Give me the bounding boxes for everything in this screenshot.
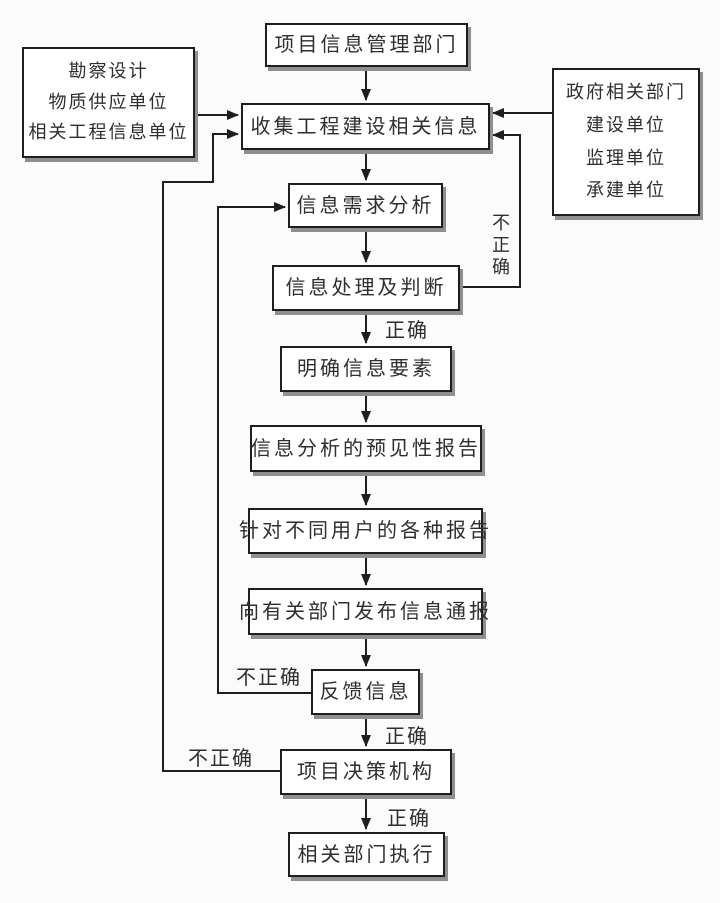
decision-body-label: 项目决策机构 [297,761,435,783]
feedback-info-label: 反馈信息 [319,681,412,703]
edge-label-feedback-correct: 正确 [385,726,429,748]
clarify-elements-label: 明确信息要素 [297,358,435,380]
node-project-info-dept: 项目信息管理部门 [265,23,468,67]
edge-label-process-correct: 正确 [385,320,429,342]
left-sources-line-1: 勘察设计 [68,60,149,81]
user-reports-label: 针对不同用户的各种报告 [239,520,492,542]
node-decision-body: 项目决策机构 [280,749,452,795]
edge-label-decision-correct: 正确 [387,808,431,830]
left-sources-line-3: 相关工程信息单位 [28,122,189,143]
publish-bulletin-label: 向有关部门发布信息通报 [239,600,492,623]
node-demand-analysis: 信息需求分析 [288,183,443,228]
right-sources-line-1: 政府相关部门 [566,81,686,102]
collect-info-label: 收集工程建设相关信息 [250,115,481,138]
node-predictive-report: 信息分析的预见性报告 [250,425,482,472]
node-user-reports: 针对不同用户的各种报告 [239,508,489,554]
node-collect-info: 收集工程建设相关信息 [241,103,490,150]
node-feedback-info: 反馈信息 [311,669,420,715]
right-sources-line-2: 建设单位 [586,114,666,135]
edge-label-feedback-incorrect: 不正确 [236,667,302,689]
node-left-sources: 勘察设计 物质供应单位 相关工程信息单位 [22,47,195,158]
node-publish-bulletin: 向有关部门发布信息通报 [239,588,489,635]
project-info-dept-label: 项目信息管理部门 [274,34,459,56]
demand-analysis-label: 信息需求分析 [296,194,435,217]
node-clarify-elements: 明确信息要素 [280,346,452,392]
right-sources-line-4: 承建单位 [586,180,666,201]
node-dept-execute: 相关部门执行 [288,832,445,877]
right-sources-line-3: 监理单位 [586,147,666,168]
node-right-sources: 政府相关部门 建设单位 监理单位 承建单位 [552,68,700,216]
left-sources-line-2: 物质供应单位 [48,91,169,112]
process-judge-label: 信息处理及判断 [285,277,447,299]
node-process-judge: 信息处理及判断 [272,265,460,311]
edge-label-process-incorrect: 不正确 [490,213,510,279]
predictive-report-label: 信息分析的预见性报告 [251,437,481,460]
edge-label-decision-incorrect: 不正确 [188,748,254,770]
dept-execute-label: 相关部门执行 [297,843,436,866]
